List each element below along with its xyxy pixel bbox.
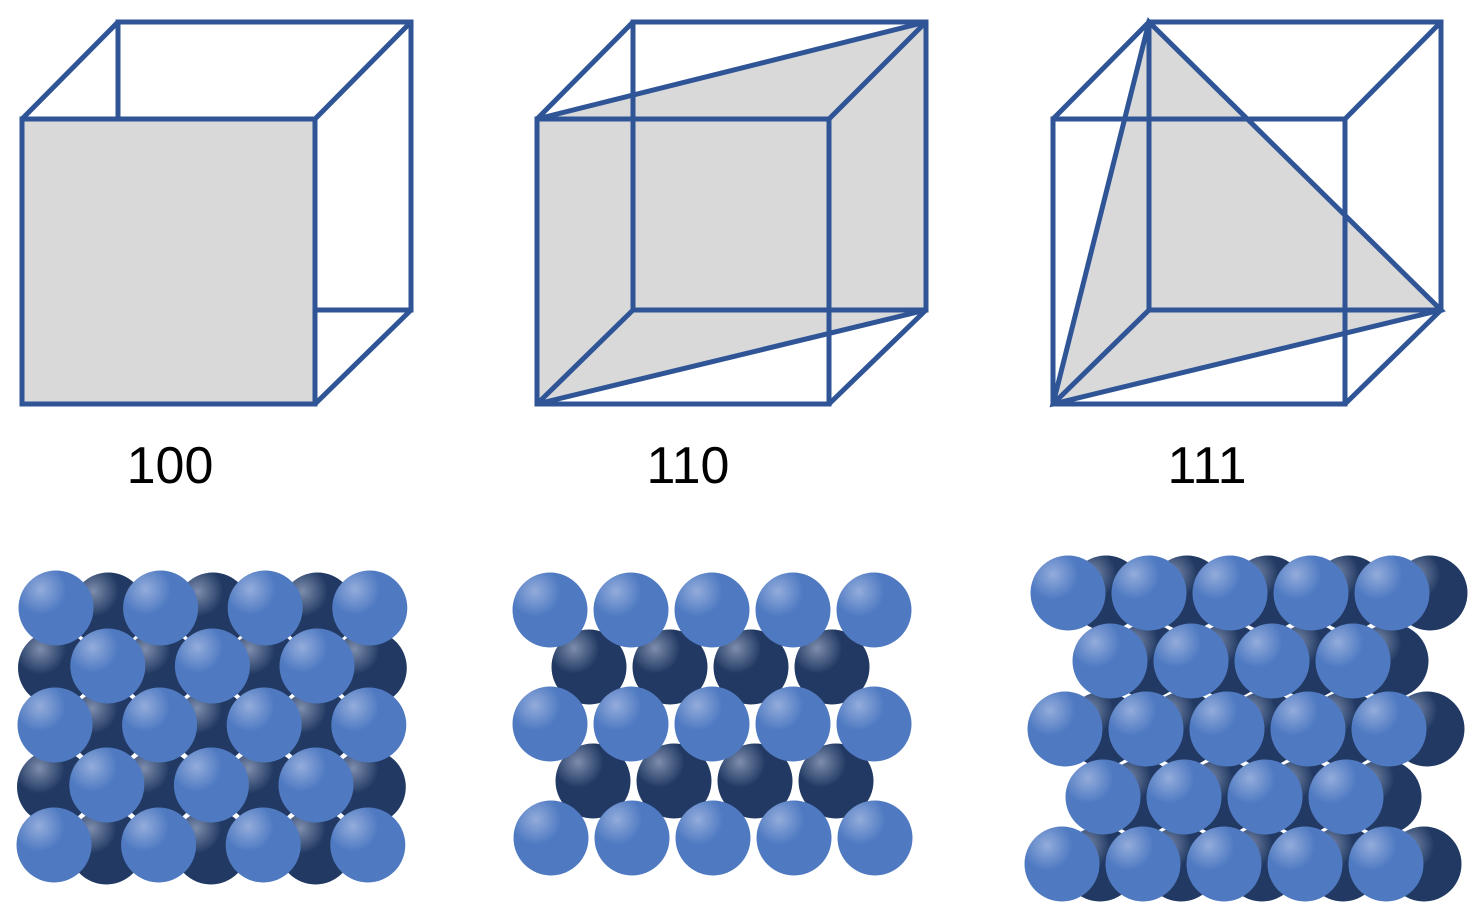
atom-top-layer xyxy=(332,570,408,646)
atom-top-layer xyxy=(513,800,589,876)
atom-top-layer xyxy=(1354,555,1430,631)
cube-plane-100-icon xyxy=(19,19,414,407)
atom-top-layer xyxy=(675,800,751,876)
atom-lower-layer xyxy=(551,629,627,705)
atom-lower-layer xyxy=(555,743,631,819)
atom-top-layer xyxy=(1146,759,1222,835)
atom-top-layer xyxy=(837,800,913,876)
atom-top-layer xyxy=(1153,623,1229,699)
atom-top-layer xyxy=(674,572,750,648)
atom-top-layer xyxy=(1189,691,1265,767)
atom-top-layer xyxy=(1108,691,1184,767)
atom-top-layer xyxy=(836,572,912,648)
atom-top-layer xyxy=(1072,623,1148,699)
atom-top-layer xyxy=(1186,826,1262,902)
atom-top-layer xyxy=(279,628,355,704)
atom-top-layer xyxy=(1065,759,1141,835)
atom-top-layer xyxy=(755,572,831,648)
atom-top-layer xyxy=(1192,555,1268,631)
atom-top-layer xyxy=(278,747,354,823)
atom-top-layer xyxy=(512,686,588,762)
atom-lower-layer xyxy=(798,743,874,819)
atom-packing-100 xyxy=(16,570,408,885)
atom-top-layer xyxy=(69,747,145,823)
plane-label-100: 100 xyxy=(127,437,214,495)
atom-top-layer xyxy=(755,686,831,762)
plane-label-110: 110 xyxy=(647,437,730,495)
atom-packing-111 xyxy=(1024,555,1468,902)
cube-plane-111-icon xyxy=(1049,17,1446,408)
atom-top-layer xyxy=(836,686,912,762)
atom-top-layer xyxy=(122,687,198,763)
atom-top-layer xyxy=(1111,555,1187,631)
atom-top-layer xyxy=(16,807,92,883)
atom-top-layer xyxy=(512,572,588,648)
atom-top-layer xyxy=(1351,691,1427,767)
atom-top-layer xyxy=(17,687,93,763)
atom-top-layer xyxy=(174,628,250,704)
atom-top-layer xyxy=(593,686,669,762)
atom-top-layer xyxy=(1348,826,1424,902)
atom-top-layer xyxy=(1315,623,1391,699)
atom-lower-layer xyxy=(636,743,712,819)
atom-top-layer xyxy=(1234,623,1310,699)
atom-top-layer xyxy=(225,807,301,883)
atom-lower-layer xyxy=(794,629,870,705)
atom-top-layer xyxy=(1105,826,1181,902)
atom-top-layer xyxy=(1024,826,1100,902)
atom-lower-layer xyxy=(632,629,708,705)
atom-top-layer xyxy=(226,687,302,763)
atom-top-layer xyxy=(173,747,249,823)
atom-top-layer xyxy=(331,687,407,763)
atom-top-layer xyxy=(1270,691,1346,767)
plane-label-111: 111 xyxy=(1167,437,1246,495)
atom-top-layer xyxy=(1267,826,1343,902)
atom-top-layer xyxy=(1027,691,1103,767)
atom-top-layer xyxy=(330,807,406,883)
atom-packing-110 xyxy=(512,572,913,876)
atom-top-layer xyxy=(594,800,670,876)
atom-top-layer xyxy=(1273,555,1349,631)
atom-top-layer xyxy=(121,807,197,883)
atom-top-layer xyxy=(1308,759,1384,835)
atom-lower-layer xyxy=(717,743,793,819)
atom-top-layer xyxy=(18,570,94,646)
atom-lower-layer xyxy=(713,629,789,705)
atom-top-layer xyxy=(756,800,832,876)
atom-top-layer xyxy=(1030,555,1106,631)
cube-plane-110-icon xyxy=(534,19,929,407)
atom-top-layer xyxy=(1227,759,1303,835)
atom-top-layer xyxy=(227,570,303,646)
atom-top-layer xyxy=(674,686,750,762)
atom-top-layer xyxy=(70,628,146,704)
atom-top-layer xyxy=(123,570,199,646)
atom-top-layer xyxy=(593,572,669,648)
